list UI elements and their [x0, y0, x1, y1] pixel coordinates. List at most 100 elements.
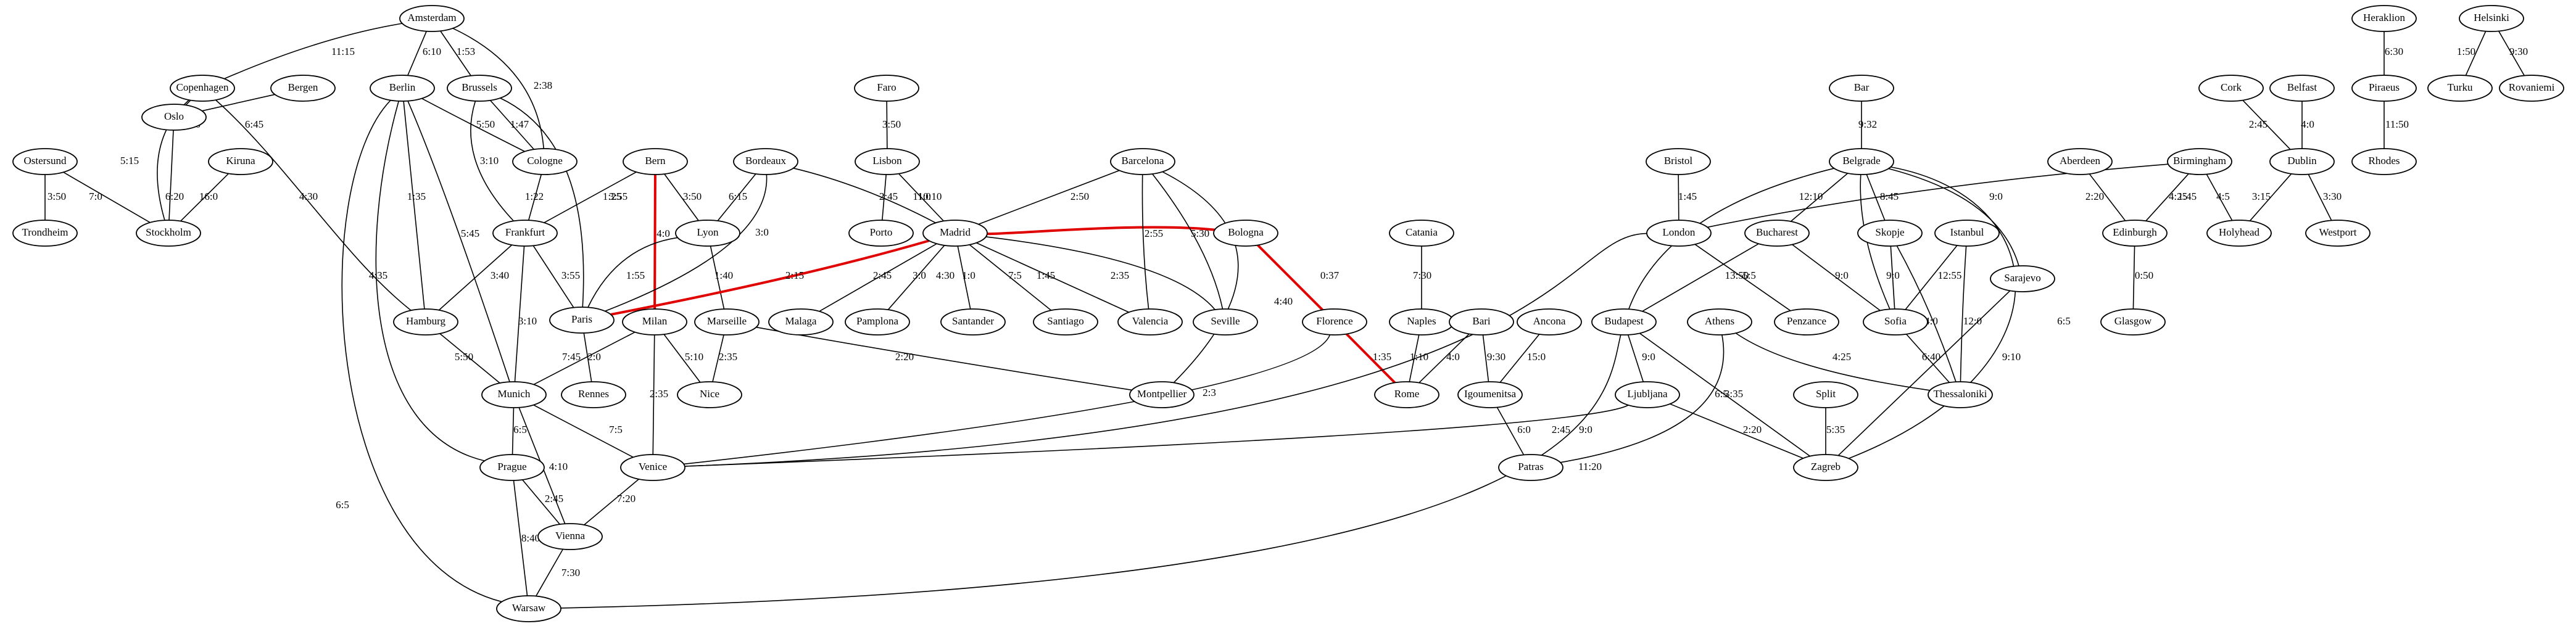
edge-madrid-barcelona: 2:50: [978, 170, 1120, 225]
node-label: Lyon: [697, 226, 719, 238]
edge-line: [1418, 333, 1470, 384]
node-ellipse: [1793, 454, 1858, 481]
node-rennes: Rennes: [561, 381, 626, 408]
edge-line: [1790, 173, 1849, 222]
edge-line: [2089, 173, 2126, 221]
node-label: Montpellier: [1137, 388, 1187, 400]
node-ellipse: [1646, 148, 1711, 175]
edge-bologna-florence: 0:37: [1257, 244, 1340, 311]
node-ellipse: [2351, 148, 2417, 175]
edge-duration-label: 5:45: [461, 228, 479, 239]
edge-bergen-oslo: 6:45: [202, 94, 275, 130]
edge-madrid-santiago: 7:5: [969, 244, 1052, 311]
node-ellipse: [2198, 75, 2264, 102]
node-bar: Bar: [1829, 75, 1894, 102]
edge-berlin-warsaw: 6:5: [336, 100, 502, 603]
node-igoumenitsa: Igoumenitsa: [1457, 381, 1523, 408]
edge-amsterdam-brussels: 1:53: [440, 30, 475, 76]
edge-bar-belgrade: 9:32: [1858, 101, 1877, 149]
edge-line: [882, 174, 887, 221]
edge-birmingham-holyhead: 4:5: [2206, 174, 2233, 221]
edge-paris-madrid: 2:15: [610, 239, 930, 316]
node-label: Catania: [1406, 226, 1438, 238]
edge-line: [1905, 245, 1958, 310]
edge-duration-label: 2:50: [1071, 191, 1089, 202]
node-bordeaux: Bordeaux: [733, 148, 798, 175]
node-label: Valencia: [1132, 315, 1169, 327]
edge-dublin-westport: 3:30: [2308, 174, 2342, 221]
node-label: Nice: [700, 388, 719, 400]
edge-budapest-zagreb: 6:5: [1639, 332, 1811, 457]
node-label: Oslo: [164, 110, 184, 122]
edge-line: [511, 407, 515, 455]
edge-bordeaux-madrid: 11:0: [793, 167, 936, 224]
edge-line: [1888, 168, 2019, 266]
edge-cork-dublin: 2:45: [2242, 100, 2291, 150]
node-label: Berlin: [389, 81, 416, 93]
edge-berlin-cologne: 5:50: [421, 97, 525, 152]
node-berlin: Berlin: [370, 75, 435, 102]
node-label: Frankfurt: [505, 226, 545, 238]
node-catania: Catania: [1389, 220, 1454, 247]
node-ellipse: [1687, 308, 1752, 336]
edge-lyon-marseille: 1:40: [710, 245, 733, 310]
node-ljubljana: Ljubljana: [1615, 381, 1680, 408]
node-ellipse: [1517, 308, 1582, 336]
node-seville: Seville: [1193, 308, 1258, 336]
edge-belgrade-bucharest: 12:10: [1790, 173, 1849, 222]
node-patras: Patras: [1498, 454, 1563, 481]
edge-duration-label: 4:0: [2301, 118, 2314, 130]
edge-duration-label: 2:45: [1552, 424, 1570, 435]
node-bucharest: Bucharest: [1744, 220, 1810, 247]
edge-marseille-nice: 2:35: [712, 334, 737, 382]
node-westport: Westport: [2305, 220, 2371, 247]
edge-duration-label: 2:20: [1743, 424, 1762, 435]
node-label: Pamplona: [856, 315, 898, 327]
edge-duration-label: 7:30: [561, 567, 580, 579]
edge-duration-label: 1:25: [603, 191, 621, 202]
node-label: Cologne: [527, 155, 563, 167]
edge-paris-rennes: 2:0: [583, 332, 601, 382]
node-label: Trondheim: [22, 226, 68, 238]
node-label: Porto: [870, 226, 893, 238]
node-ellipse: [1934, 220, 2000, 247]
edge-line: [898, 173, 944, 221]
node-ancona: Ancona: [1517, 308, 1582, 336]
node-ellipse: [1193, 308, 1258, 336]
node-ellipse: [170, 75, 235, 102]
edge-duration-label: 0:37: [1320, 270, 1340, 281]
node-cork: Cork: [2198, 75, 2264, 102]
node-ellipse: [136, 220, 201, 247]
node-ellipse: [1110, 148, 1175, 175]
node-label: Skopje: [1875, 226, 1904, 238]
edge-bristol-london: 1:45: [1678, 174, 1697, 221]
edge-berlin-prague: 4:35: [369, 101, 485, 461]
node-ellipse: [549, 307, 615, 334]
node-ellipse: [845, 308, 910, 336]
edge-duration-label: 1:45: [1678, 191, 1697, 202]
edge-duration-label: 6:45: [245, 118, 263, 130]
edge-line: [185, 99, 191, 106]
edge-line: [1639, 332, 1811, 457]
edge-duration-label: 3:15: [2252, 191, 2271, 202]
edge-line: [583, 332, 592, 382]
edge-brussels-cologne: 1:47: [490, 100, 534, 150]
node-ellipse: [270, 75, 336, 102]
edge-kiruna-stockholm: 16:0: [180, 173, 229, 222]
node-ellipse: [1449, 308, 1514, 336]
node-birmingham: Birmingham: [2167, 148, 2232, 175]
node-munich: Munich: [481, 381, 547, 408]
node-ellipse: [2047, 148, 2113, 175]
node-prague: Prague: [479, 454, 545, 481]
edge-line: [978, 170, 1120, 225]
node-label: Bristol: [1664, 155, 1693, 167]
node-label: Malaga: [785, 315, 817, 327]
node-bologna: Bologna: [1213, 220, 1278, 247]
node-ellipse: [481, 381, 547, 408]
node-faro: Faro: [854, 75, 919, 102]
node-label: Lisbon: [872, 155, 902, 167]
edge-duration-label: 4:40: [1274, 295, 1293, 307]
edge-duration-label: 2:35: [719, 351, 737, 363]
node-belfast: Belfast: [2269, 75, 2335, 102]
edge-frankfurt-hamburg: 3:40: [438, 244, 513, 311]
